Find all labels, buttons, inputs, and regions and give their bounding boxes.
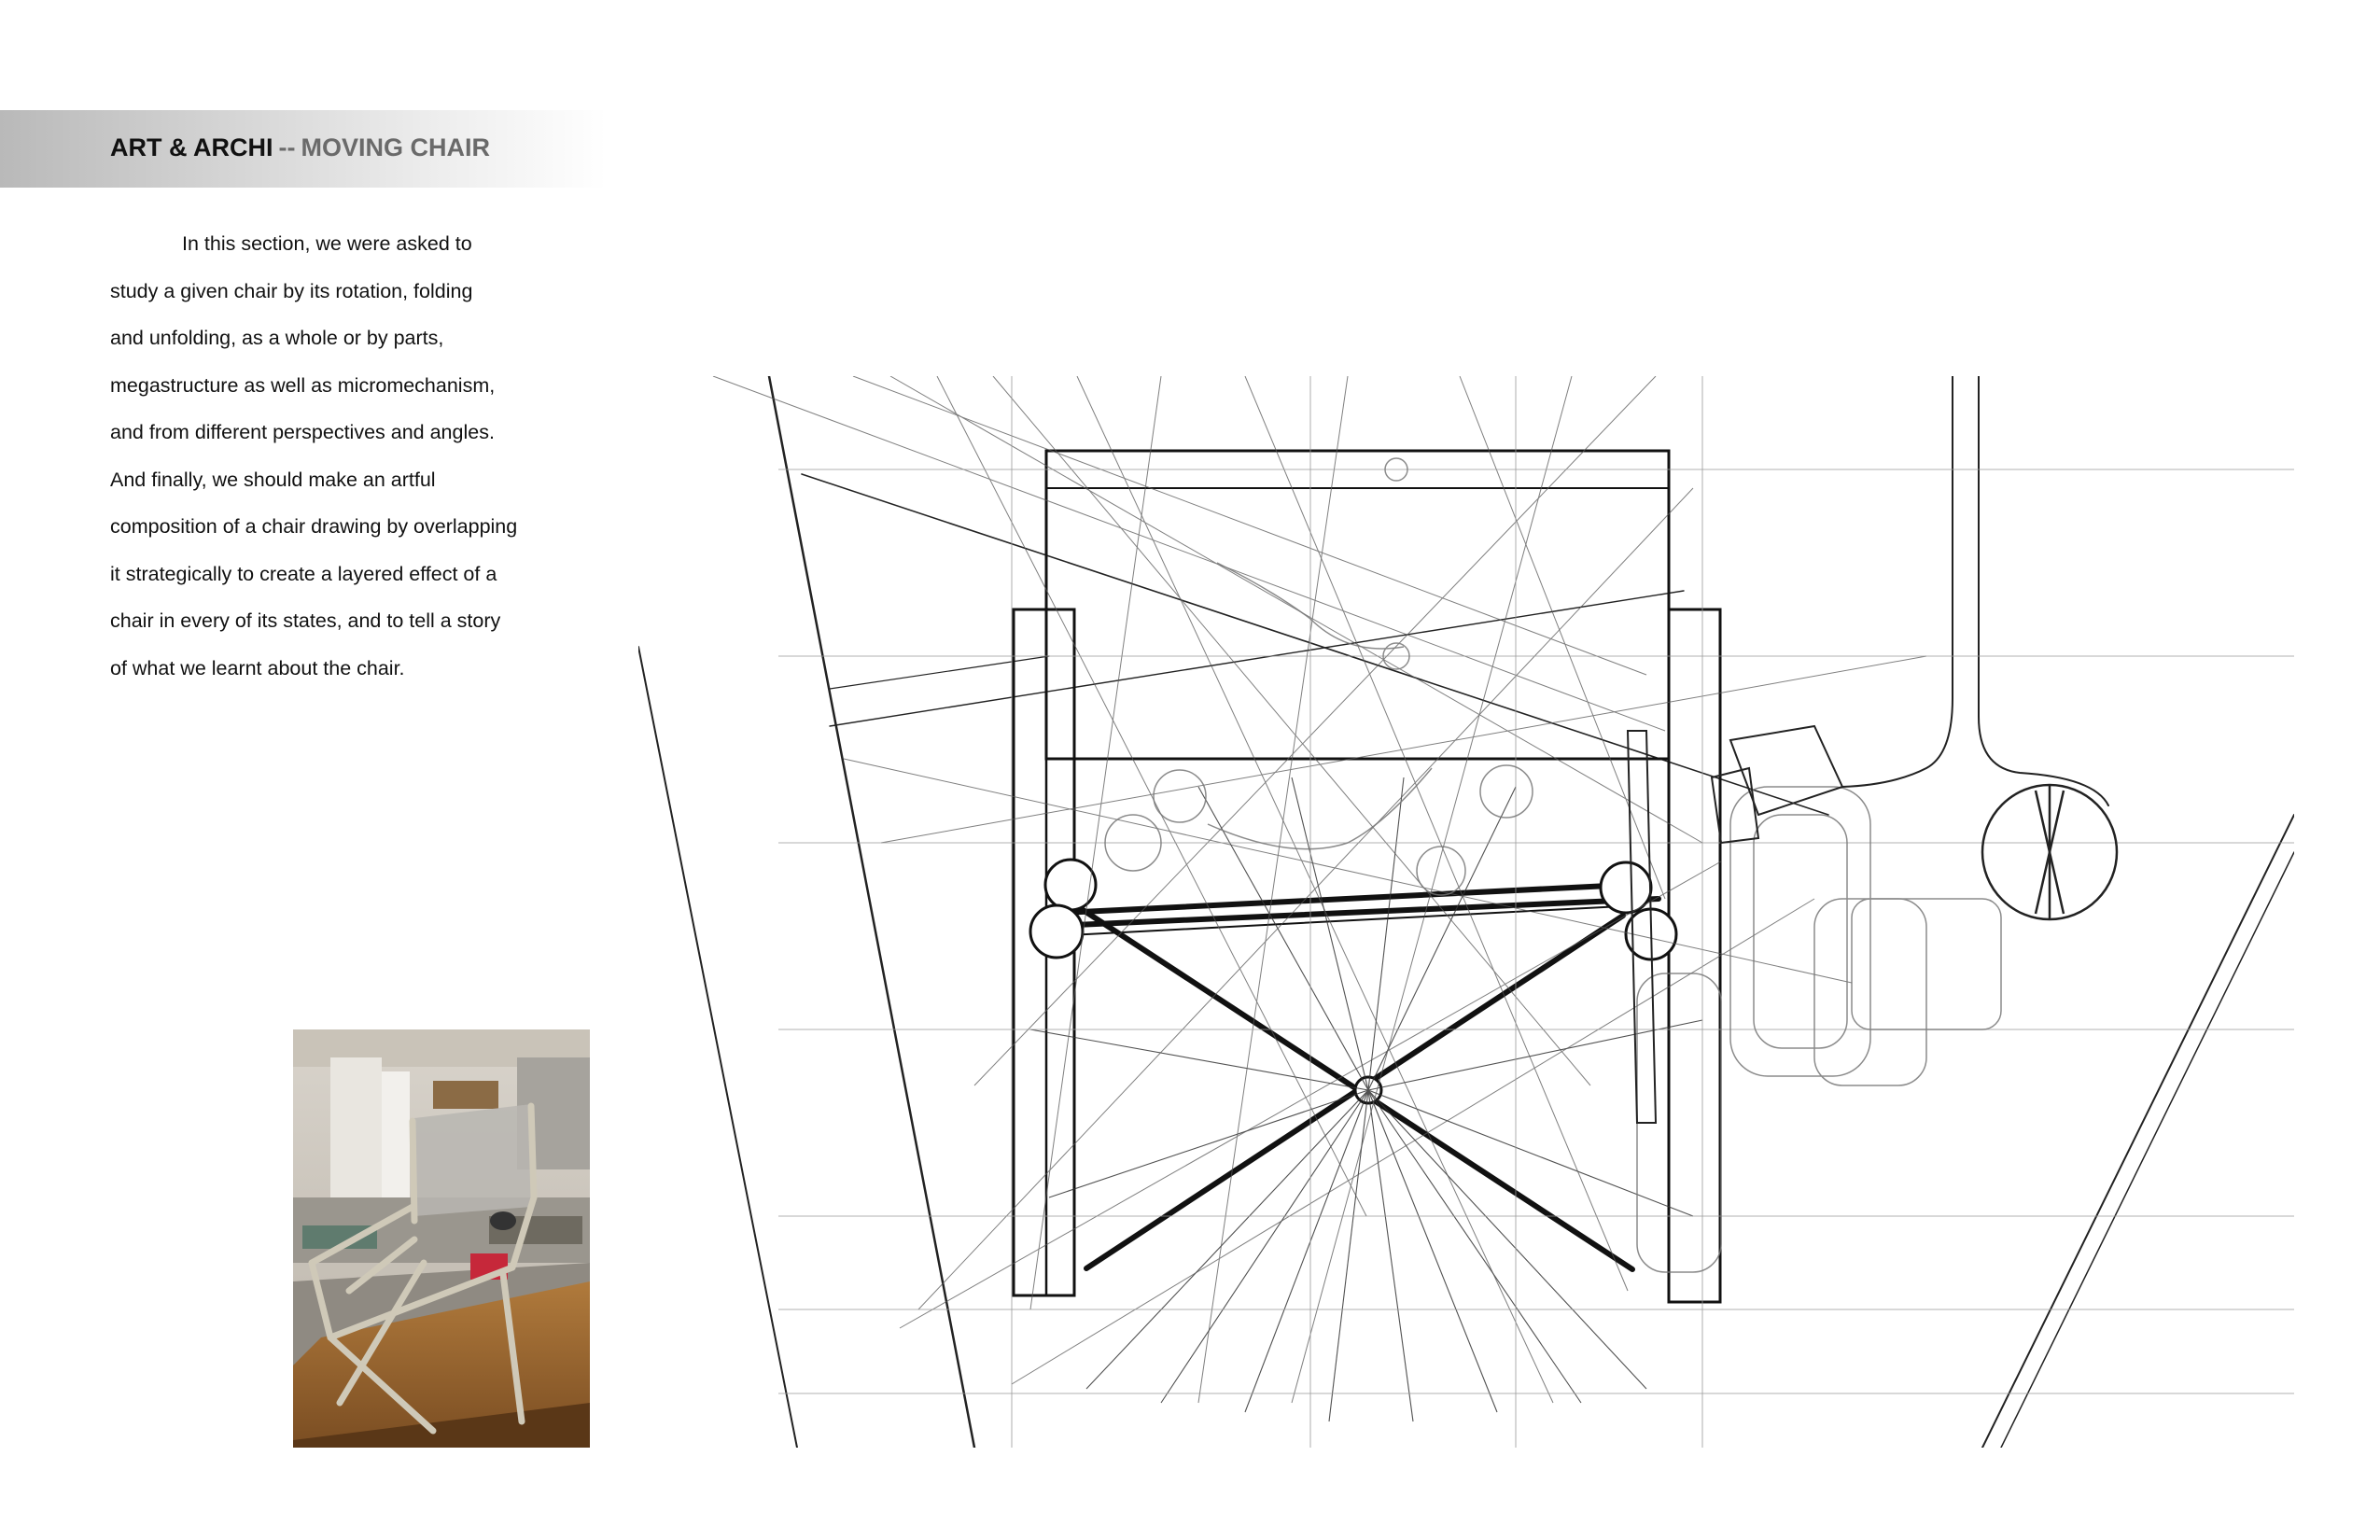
chair-photo [293,1029,590,1448]
intro-line: study a given chair by its rotation, fol… [110,279,473,302]
intro-line: it strategically to create a layered eff… [110,562,497,585]
intro-line: In this section, we were asked to [182,232,472,255]
intro-line: and from different perspectives and angl… [110,421,495,443]
chair-drawing [637,374,2295,1449]
intro-line: of what we learnt about the chair. [110,656,405,679]
intro-line: and unfolding, as a whole or by parts, [110,327,444,349]
title-sub: MOVING CHAIR [301,133,490,161]
intro-line: And finally, we should make an artful [110,468,436,491]
intro-line: chair in every of its states, and to tel… [110,609,501,632]
title-main: ART & ARCHI [110,133,273,161]
intro-line: megastructure as well as micromechanism, [110,373,496,397]
intro-line: composition of a chair drawing by overla… [110,515,518,538]
page-title: ART & ARCHI--MOVING CHAIR [110,131,490,164]
title-band [0,110,607,188]
intro-paragraph: In this section, we were asked to study … [110,220,577,692]
title-separator: -- [278,133,296,161]
